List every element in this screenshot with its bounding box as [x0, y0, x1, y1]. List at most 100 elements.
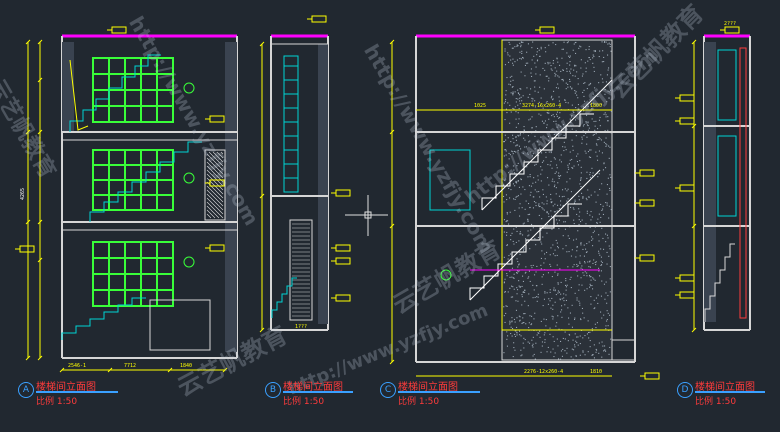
a-dim-vertical-inner-tick-2	[37, 129, 43, 135]
elevation-scale-b: 比例 1:50	[283, 397, 325, 407]
c-stair-run-lower	[469, 203, 582, 300]
a-dim-vertical-outer-tick-2	[25, 219, 31, 225]
a-stair-2	[89, 141, 202, 222]
title-underline-b	[283, 391, 353, 393]
a-reference-circle-1	[183, 172, 195, 184]
a-dim-vertical-inner-tick-5	[37, 355, 43, 361]
a-dim-vertical-outer-tick-3	[25, 355, 31, 361]
a-railing-post	[204, 149, 226, 221]
a-dim-bottom-text-3: 1840	[180, 363, 192, 369]
a-dim-text-outer: 4265	[20, 188, 26, 200]
d-tag-top-box	[724, 26, 740, 34]
d-red-column	[739, 47, 747, 319]
b-dim-bottom-text: 1???	[295, 324, 307, 330]
b-dim-vertical-tick-2	[259, 327, 265, 333]
b-tag-2-box	[335, 244, 351, 252]
a-tag-1-box	[209, 115, 225, 123]
title-underline-c	[398, 391, 480, 393]
a-dim-vertical-inner-tick-0	[37, 39, 43, 45]
a-dim-vertical-inner-tick-3	[37, 219, 43, 225]
b-glass-panel	[283, 55, 299, 193]
c-dim-vertical-tick-2	[389, 223, 395, 229]
a-dim-bottom-text-1: 2546-1	[68, 363, 86, 369]
a-dim-vertical-outer-tick-0	[25, 39, 31, 45]
c-dim-bottom-text-1: 2276-12x260-4	[524, 369, 563, 375]
elevation-marker-c: C	[380, 382, 396, 398]
b-tag-4-box	[335, 294, 351, 302]
a-dim-vertical-inner-tick-4	[37, 257, 43, 263]
b-stair-section	[289, 219, 313, 321]
a-landing-block	[149, 299, 211, 351]
a-dim-bottom-text-2: 7712	[124, 363, 136, 369]
a-dim-bottom-tick-0	[59, 367, 65, 373]
c-reference-circle	[440, 269, 452, 281]
elevation-title-a: 楼梯间立面图	[36, 382, 96, 393]
d-tag-5-box	[679, 291, 695, 299]
cursor-crosshair-box	[364, 211, 372, 219]
b-wall-section	[318, 44, 328, 324]
a-tag-3-box	[209, 244, 225, 252]
c-tag-2-box	[639, 199, 655, 207]
c-stair-run-upper	[481, 113, 594, 210]
a-railing-hatch	[206, 151, 224, 219]
d-wall-section	[704, 42, 716, 322]
title-underline-d	[695, 391, 765, 393]
b-stair-side	[271, 277, 297, 318]
a-dim-bottom-tick-2	[167, 367, 173, 373]
elevation-marker-b: B	[265, 382, 281, 398]
c-tag-4-box	[644, 372, 660, 380]
b-dim-vertical-tick-0	[259, 41, 265, 47]
c-stair-handrail-upper	[481, 79, 613, 211]
c-dim-vertical-tick-1	[389, 129, 395, 135]
c-dim-vertical-tick-0	[389, 39, 395, 45]
b-tag-top-box	[311, 15, 327, 23]
c-base-block	[611, 339, 636, 361]
c-tag-3-box	[639, 254, 655, 262]
title-underline-a	[36, 391, 118, 393]
a-stair-3	[61, 297, 146, 340]
a-dim-bottom-tick-3	[222, 367, 228, 373]
d-window-1	[717, 49, 737, 121]
d-dim-vertical-tick-2	[691, 223, 697, 229]
d-dim-vertical-tick-0	[691, 39, 697, 45]
c-tag-1-box	[639, 169, 655, 177]
c-dim-top-text-3: 1800	[590, 103, 602, 109]
a-wall-section-right	[225, 42, 237, 352]
a-stair-1	[69, 54, 161, 132]
d-tag-4-box	[679, 274, 695, 282]
c-dim-bottom-text-2: 1810	[590, 369, 602, 375]
b-tag-3-box	[335, 257, 351, 265]
a-dim-vertical-inner-tick-1	[37, 77, 43, 83]
d-window-2	[717, 135, 737, 217]
elevation-title-d: 楼梯间立面图	[695, 382, 755, 393]
elevation-scale-a: 比例 1:50	[36, 397, 78, 407]
c-stone-wall-panel	[501, 39, 613, 361]
d-tag-1-box	[679, 94, 695, 102]
a-reference-circle-2	[183, 256, 195, 268]
c-stair-handrail-lower	[469, 169, 601, 301]
d-dim-vertical-tick-1	[691, 123, 697, 129]
c-dim-vertical-tick-3	[389, 359, 395, 365]
d-dim-vertical-tick-3	[691, 327, 697, 333]
elevation-scale-c: 比例 1:50	[398, 397, 440, 407]
elevation-marker-d: D	[677, 382, 693, 398]
elevation-marker-a: A	[18, 382, 34, 398]
a-tag-left-box	[19, 245, 35, 253]
b-tag-1-box	[335, 189, 351, 197]
a-dim-bottom-tick-1	[107, 367, 113, 373]
d-dim-top-text: 2???	[724, 21, 736, 27]
c-door-frame	[429, 149, 471, 211]
c-dim-top-text-1: 1025	[474, 103, 486, 109]
d-stair-profile	[704, 243, 735, 322]
a-wall-section-top	[62, 42, 74, 132]
a-tag-top-box	[111, 26, 127, 34]
a-dim-vertical-outer-tick-1	[25, 129, 31, 135]
elevation-title-c: 楼梯间立面图	[398, 382, 458, 393]
c-tag-top-box	[539, 26, 555, 34]
elevation-title-b: 楼梯间立面图	[283, 382, 343, 393]
b-dim-vertical-tick-1	[259, 193, 265, 199]
d-tag-3-box	[679, 184, 695, 192]
elevation-scale-d: 比例 1:50	[695, 397, 737, 407]
d-tag-2-box	[679, 117, 695, 125]
